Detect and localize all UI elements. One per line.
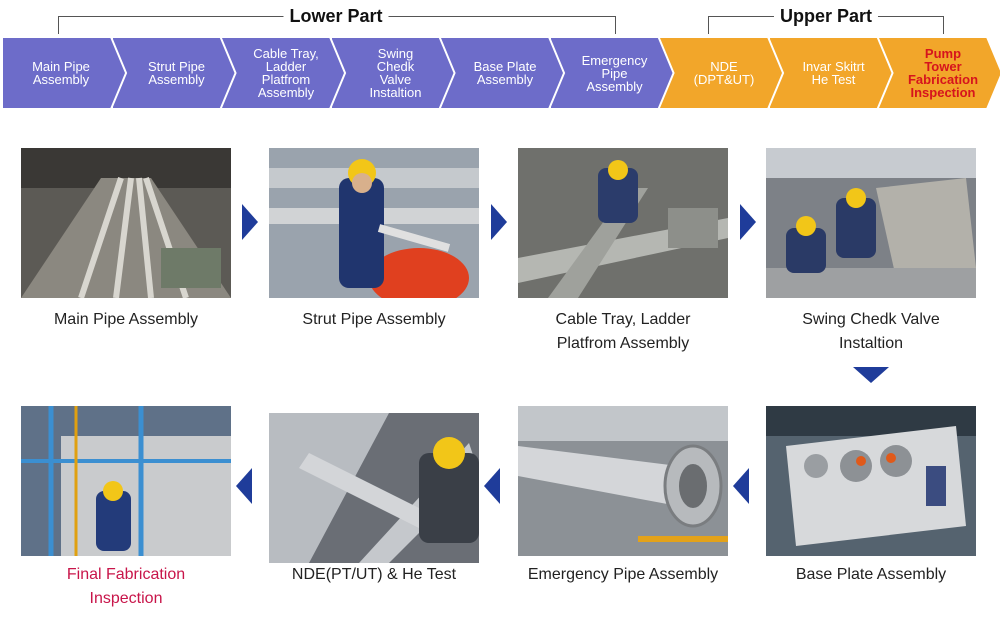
step-caption: Strut Pipe Assembly (302, 311, 446, 328)
photo-main-pipe-assembly (21, 148, 231, 298)
arrow-left-icon (733, 468, 749, 504)
upper-part-label: Upper Part (773, 6, 879, 27)
chevron-step: NDE(DPT&UT) (660, 38, 782, 108)
photo-cable-tray-assembly (518, 148, 728, 298)
step-caption: NDE(PT/UT) & He Test (291, 566, 457, 583)
arrow-right-icon (242, 204, 258, 240)
step-caption: Emergency Pipe Assembly (527, 566, 719, 583)
arrow-left-icon (484, 468, 500, 504)
step-caption: Base Plate Assembly (795, 566, 947, 583)
arrow-down-icon (853, 367, 889, 383)
photo-nde-he-test (269, 413, 479, 563)
photo-strut-pipe-assembly (269, 148, 479, 298)
arrow-left-icon (236, 468, 252, 504)
arrow-right-icon (491, 204, 507, 240)
arrow-right-icon (740, 204, 756, 240)
lower-part-label: Lower Part (283, 6, 389, 27)
step-caption: Main Pipe Assembly (53, 311, 199, 328)
photo-base-plate-assembly (766, 406, 976, 556)
photo-emergency-pipe-assembly (518, 406, 728, 556)
photo-final-fabrication-inspection (21, 406, 231, 556)
chevron-label: NDE(DPT&UT) (693, 59, 755, 87)
photo-swing-check-valve-installation (766, 148, 976, 298)
